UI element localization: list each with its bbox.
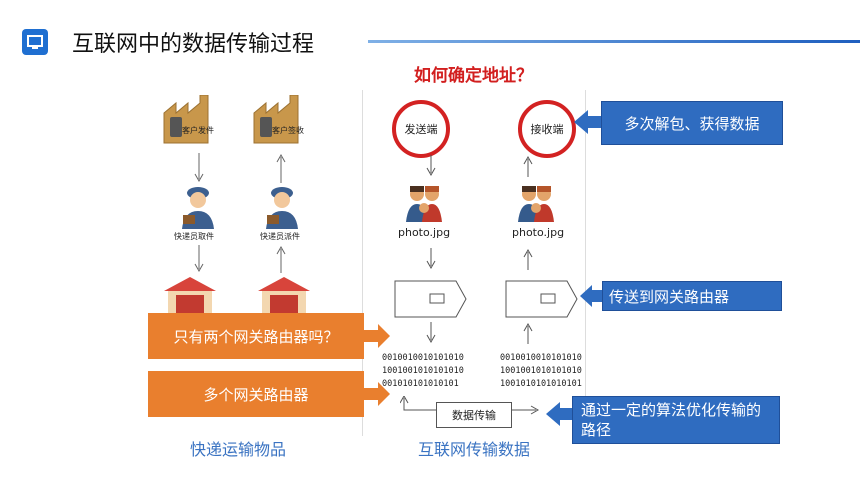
- callout-route-text: 通过一定的算法优化传输的路径: [581, 401, 762, 439]
- router-box-left: [394, 280, 468, 322]
- bits-line: 1001010101010101: [500, 379, 582, 389]
- callout-only-two-text: 只有两个网关路由器吗？: [173, 327, 339, 346]
- router-box-right: [505, 280, 579, 322]
- title-divider: [368, 40, 860, 43]
- arrow-up-icon: [523, 322, 533, 348]
- receiver-node: 接收端: [518, 100, 576, 158]
- callout-many-text: 多个网关路由器: [203, 385, 309, 404]
- callout-unpack: 多次解包、获得数据: [601, 101, 783, 145]
- arrow-right-icon: [364, 382, 390, 410]
- arrow-left-icon: [546, 402, 576, 430]
- slide-icon: [22, 29, 48, 55]
- transfer-box: 数据传输: [436, 402, 512, 428]
- family-photo-icon: [516, 182, 556, 226]
- sender-node: 发送端: [392, 100, 450, 158]
- arrow-up-icon: [523, 155, 533, 181]
- courier-diagram: 客户发件 客户签收 快递员取件 快递员派件: [150, 94, 330, 435]
- sender-label: 发送端: [404, 123, 438, 136]
- arrow-down-icon: [194, 153, 204, 187]
- factory-send-label: 客户发件: [182, 126, 214, 135]
- callout-unpack-text: 多次解包、获得数据: [624, 114, 760, 133]
- arrow-up-icon: [276, 245, 286, 277]
- arrow-up-icon: [276, 153, 286, 187]
- callout-gateway: 传送到网关路由器: [602, 281, 782, 311]
- page-title: 互联网中的数据传输过程: [72, 32, 315, 57]
- arrow-down-icon: [426, 248, 436, 274]
- arrow-left-icon: [580, 285, 604, 311]
- callout-many: 多个网关路由器: [148, 371, 364, 417]
- transfer-path: [399, 394, 540, 424]
- file-name-left: photo.jpg: [398, 226, 451, 239]
- warehouse-icon: [256, 275, 312, 319]
- courier-pick-label: 快递员取件: [174, 232, 214, 241]
- courier-deliver-icon: [262, 185, 302, 233]
- callout-only-two: 只有两个网关路由器吗？: [148, 313, 364, 359]
- bits-line: 001010101010101: [382, 379, 459, 389]
- file-name-right: photo.jpg: [512, 226, 565, 239]
- bits-line: 1001001010101010: [382, 366, 464, 376]
- arrow-left-icon: [574, 110, 604, 138]
- receiver-label: 接收端: [530, 123, 564, 136]
- bits-left: 0010010010101010 1001001010101010 001010…: [382, 352, 464, 391]
- courier-deliver-label: 快递员派件: [260, 232, 300, 241]
- courier-pick-icon: [178, 185, 218, 233]
- callout-route: 通过一定的算法优化传输的路径: [572, 396, 780, 444]
- arrow-down-icon: [426, 155, 436, 181]
- bits-line: 0010010010101010: [500, 353, 582, 363]
- arrow-up-icon: [523, 248, 533, 274]
- question-text: 如何确定地址？: [414, 66, 533, 86]
- courier-caption: 快递运输物品: [190, 440, 287, 459]
- arrow-down-icon: [426, 322, 436, 348]
- arrow-down-icon: [194, 245, 204, 277]
- factory-receive-label: 客户签收: [272, 126, 304, 135]
- family-photo-icon: [404, 182, 444, 226]
- factory-receive-icon: [252, 94, 304, 145]
- internet-caption: 互联网传输数据: [418, 440, 531, 459]
- factory-send-icon: [162, 94, 214, 145]
- warehouse-icon: [162, 275, 218, 319]
- bits-line: 1001001010101010: [500, 366, 582, 376]
- callout-gateway-text: 传送到网关路由器: [609, 287, 730, 306]
- arrow-right-icon: [364, 324, 390, 352]
- bits-right: 0010010010101010 1001001010101010 100101…: [500, 352, 582, 391]
- bits-line: 0010010010101010: [382, 353, 464, 363]
- transfer-label: 数据传输: [452, 409, 496, 422]
